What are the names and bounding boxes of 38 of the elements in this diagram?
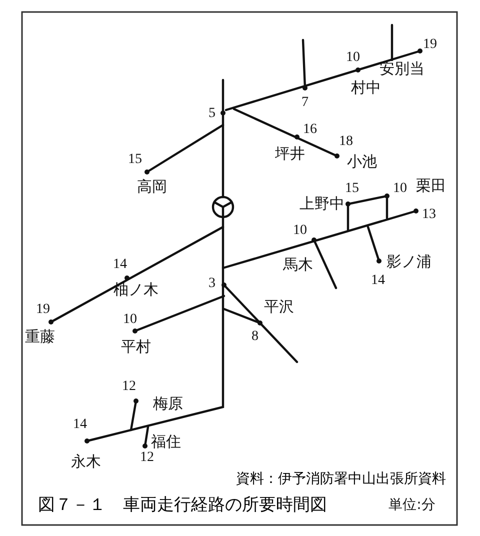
place-name: 重藤 (25, 330, 55, 346)
figure-title: 図７－１ 車両走行経路の所要時間図 (38, 494, 327, 516)
time-label: 15 (345, 182, 359, 196)
time-label: 19 (36, 303, 50, 317)
source-note: 資料：伊予消防署中山出張所資料 (236, 470, 446, 488)
place-name: 梅原 (153, 398, 183, 412)
place-name: 福住 (151, 436, 181, 450)
unit-note: 単位:分 (388, 498, 436, 512)
time-label: 7 (302, 96, 308, 110)
place-name: 高岡 (137, 180, 167, 196)
time-label: 5 (208, 107, 216, 121)
place-name: 小池 (347, 156, 377, 170)
place-name: 平沢 (264, 300, 294, 316)
time-label: 10 (123, 313, 137, 327)
time-label: 8 (252, 330, 258, 344)
time-label: 18 (339, 135, 353, 149)
place-name: 上野中 (300, 198, 344, 212)
place-name: 安別当 (380, 62, 424, 78)
place-name: 平村 (121, 340, 151, 356)
time-label: 12 (140, 451, 154, 465)
place-name: 馬木 (283, 258, 313, 274)
time-label: 19 (423, 38, 437, 52)
place-name: 村中 (351, 82, 381, 96)
time-label: 14 (371, 274, 385, 288)
time-label: 14 (113, 258, 127, 272)
place-name: 坪井 (275, 148, 305, 162)
time-label: 15 (128, 153, 142, 167)
place-name: 永木 (71, 456, 101, 470)
time-label: 16 (303, 123, 317, 137)
time-label: 10 (346, 51, 360, 65)
time-label: 13 (422, 208, 436, 222)
time-label: 14 (73, 418, 87, 432)
time-label: 3 (208, 277, 216, 291)
time-label: 10 (293, 224, 307, 238)
time-label: 12 (122, 380, 136, 394)
time-label: 10 (393, 182, 407, 196)
place-name: 影ノ浦 (386, 256, 432, 270)
place-name: 栗田 (416, 180, 446, 194)
